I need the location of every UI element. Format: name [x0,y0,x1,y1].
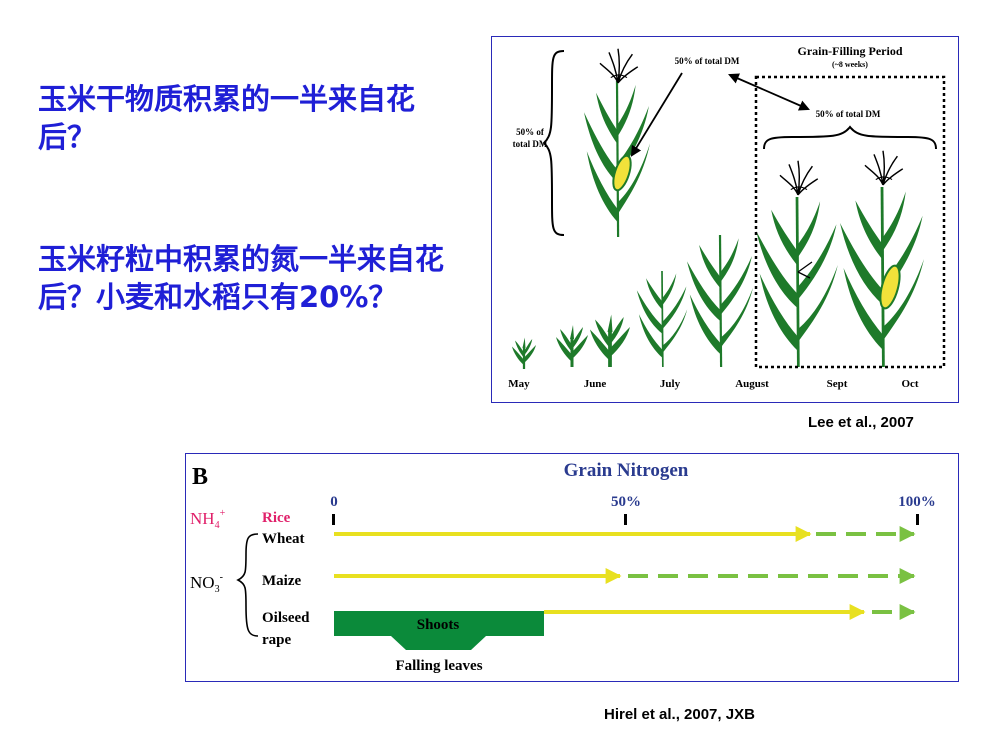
crop-rice: Rice [262,510,291,526]
left-brace [542,50,565,236]
tick-mark-0 [332,514,335,525]
grain-filling-title: Grain-Filling Period [798,44,903,58]
crop-oilseed-2: rape [262,632,292,648]
grain-nitrogen-title: Grain Nitrogen [564,460,689,481]
seedling-june-2 [588,312,632,369]
plant-july-2 [687,235,753,367]
seedling-may [510,336,538,371]
plant-sept [840,150,924,367]
maize-growth-diagram: Grain-Filling Period (~8 weeks) 50% of t… [491,36,959,403]
no3-label: NO3- [190,572,223,595]
question-2: 玉米籽粒中积累的氮一半来自花后？小麦和水稻只有20%？ [38,242,445,314]
falling-leaves-label: Falling leaves [395,658,482,674]
month-oct: Oct [901,378,918,390]
tick-mark-100 [916,514,919,525]
left-dm-label-1: 50% of [516,127,545,137]
month-july: July [660,378,681,390]
tick-label-50: 50% [611,494,641,510]
nh4-label: NH4+ [190,508,226,531]
tick-label-0: 0 [330,494,338,510]
credit-lee: Lee et al., 2007 [808,414,914,431]
credit-hirel: Hirel et al., 2007, JXB [604,706,755,723]
tick-label-100: 100% [898,494,936,510]
shoots-bar [334,611,544,636]
question-1: 玉米干物质积累的一半来自花后？ [38,82,416,154]
plant-large-upper [584,48,650,238]
left-dm-label-2: total DM [513,139,548,149]
arrow-to-box [728,73,810,111]
grain-nitrogen-diagram: B Grain Nitrogen 0 50% 100% NH4+ NO3- Ri… [185,453,959,682]
falling-leaves-arrow [391,636,486,650]
shoots-label: Shoots [417,617,460,633]
right-dm-label: 50% of total DM [816,109,881,119]
plant-july [636,271,688,367]
plant-august [756,160,838,367]
grain-filling-subtitle: (~8 weeks) [832,60,868,69]
maize-growth-svg: Grain-Filling Period (~8 weeks) 50% of t… [508,44,946,390]
crop-maize: Maize [262,573,301,589]
crop-wheat: Wheat [262,531,305,547]
month-sept: Sept [827,378,848,390]
month-august: August [735,378,769,390]
right-brace [763,125,937,150]
seedling-june-1 [554,323,590,369]
no3-brace [236,533,259,637]
tick-mark-50 [624,514,627,525]
arrow-to-ear [630,72,683,157]
panel-letter: B [192,464,208,490]
top-dm-label: 50% of total DM [675,56,740,66]
month-may: May [508,378,530,390]
crop-oilseed-1: Oilseed [262,610,310,626]
grain-filling-box [754,75,946,369]
grain-nitrogen-svg: B Grain Nitrogen 0 50% 100% NH4+ NO3- Ri… [190,460,936,674]
month-june: June [584,378,607,390]
